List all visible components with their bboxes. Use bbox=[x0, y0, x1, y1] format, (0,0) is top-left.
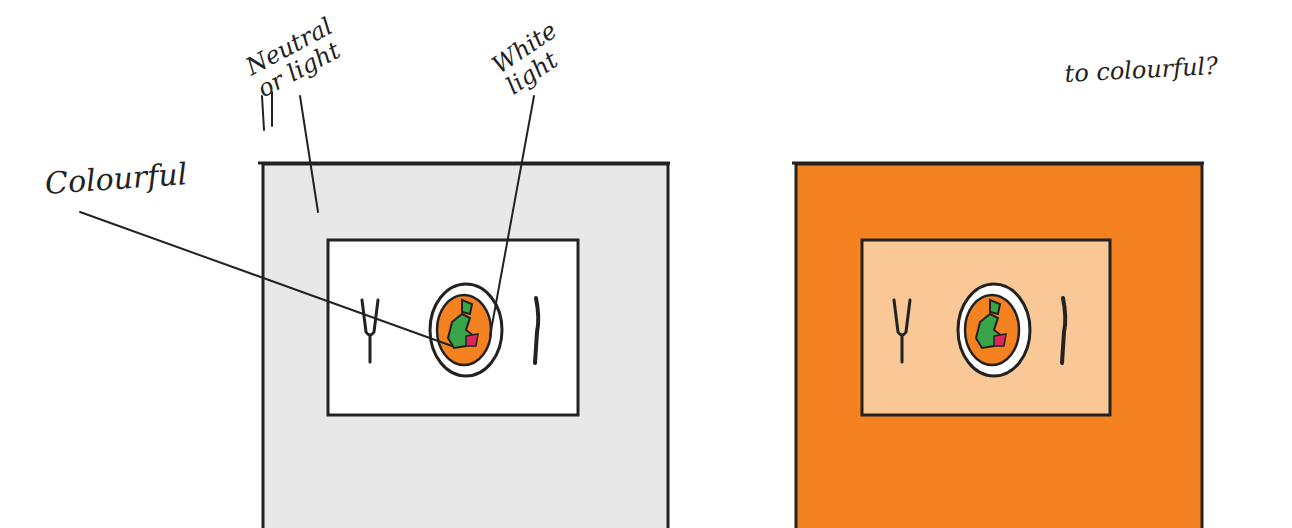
leader-line bbox=[300, 96, 318, 212]
leader-line bbox=[490, 96, 534, 336]
handwritten-note: Neutral or light bbox=[242, 6, 363, 102]
greens bbox=[990, 300, 1000, 314]
grey-surround bbox=[263, 164, 668, 528]
handwritten-note: Colourful bbox=[44, 154, 246, 199]
leader-line bbox=[262, 96, 264, 130]
peach-placemat bbox=[862, 240, 1110, 415]
knife bbox=[535, 298, 538, 363]
fork bbox=[362, 300, 378, 362]
leader-lines bbox=[80, 92, 534, 346]
red-bit bbox=[994, 334, 1006, 346]
handwritten-note: White light bbox=[488, 13, 582, 99]
top-edge bbox=[258, 162, 670, 165]
handwritten-note: to colourful? bbox=[1064, 52, 1265, 88]
top-edge bbox=[792, 162, 1204, 165]
greens bbox=[462, 300, 472, 314]
food bbox=[965, 295, 1019, 365]
knife bbox=[1062, 298, 1065, 363]
colourful-setting bbox=[792, 163, 1204, 528]
fork bbox=[894, 300, 910, 362]
white-placemat bbox=[328, 240, 578, 415]
neutral-setting bbox=[258, 163, 670, 528]
orange-surround bbox=[796, 164, 1202, 528]
plate-rim bbox=[958, 284, 1030, 376]
red-bit bbox=[466, 334, 478, 346]
leader-line bbox=[80, 212, 452, 346]
food bbox=[437, 295, 491, 365]
